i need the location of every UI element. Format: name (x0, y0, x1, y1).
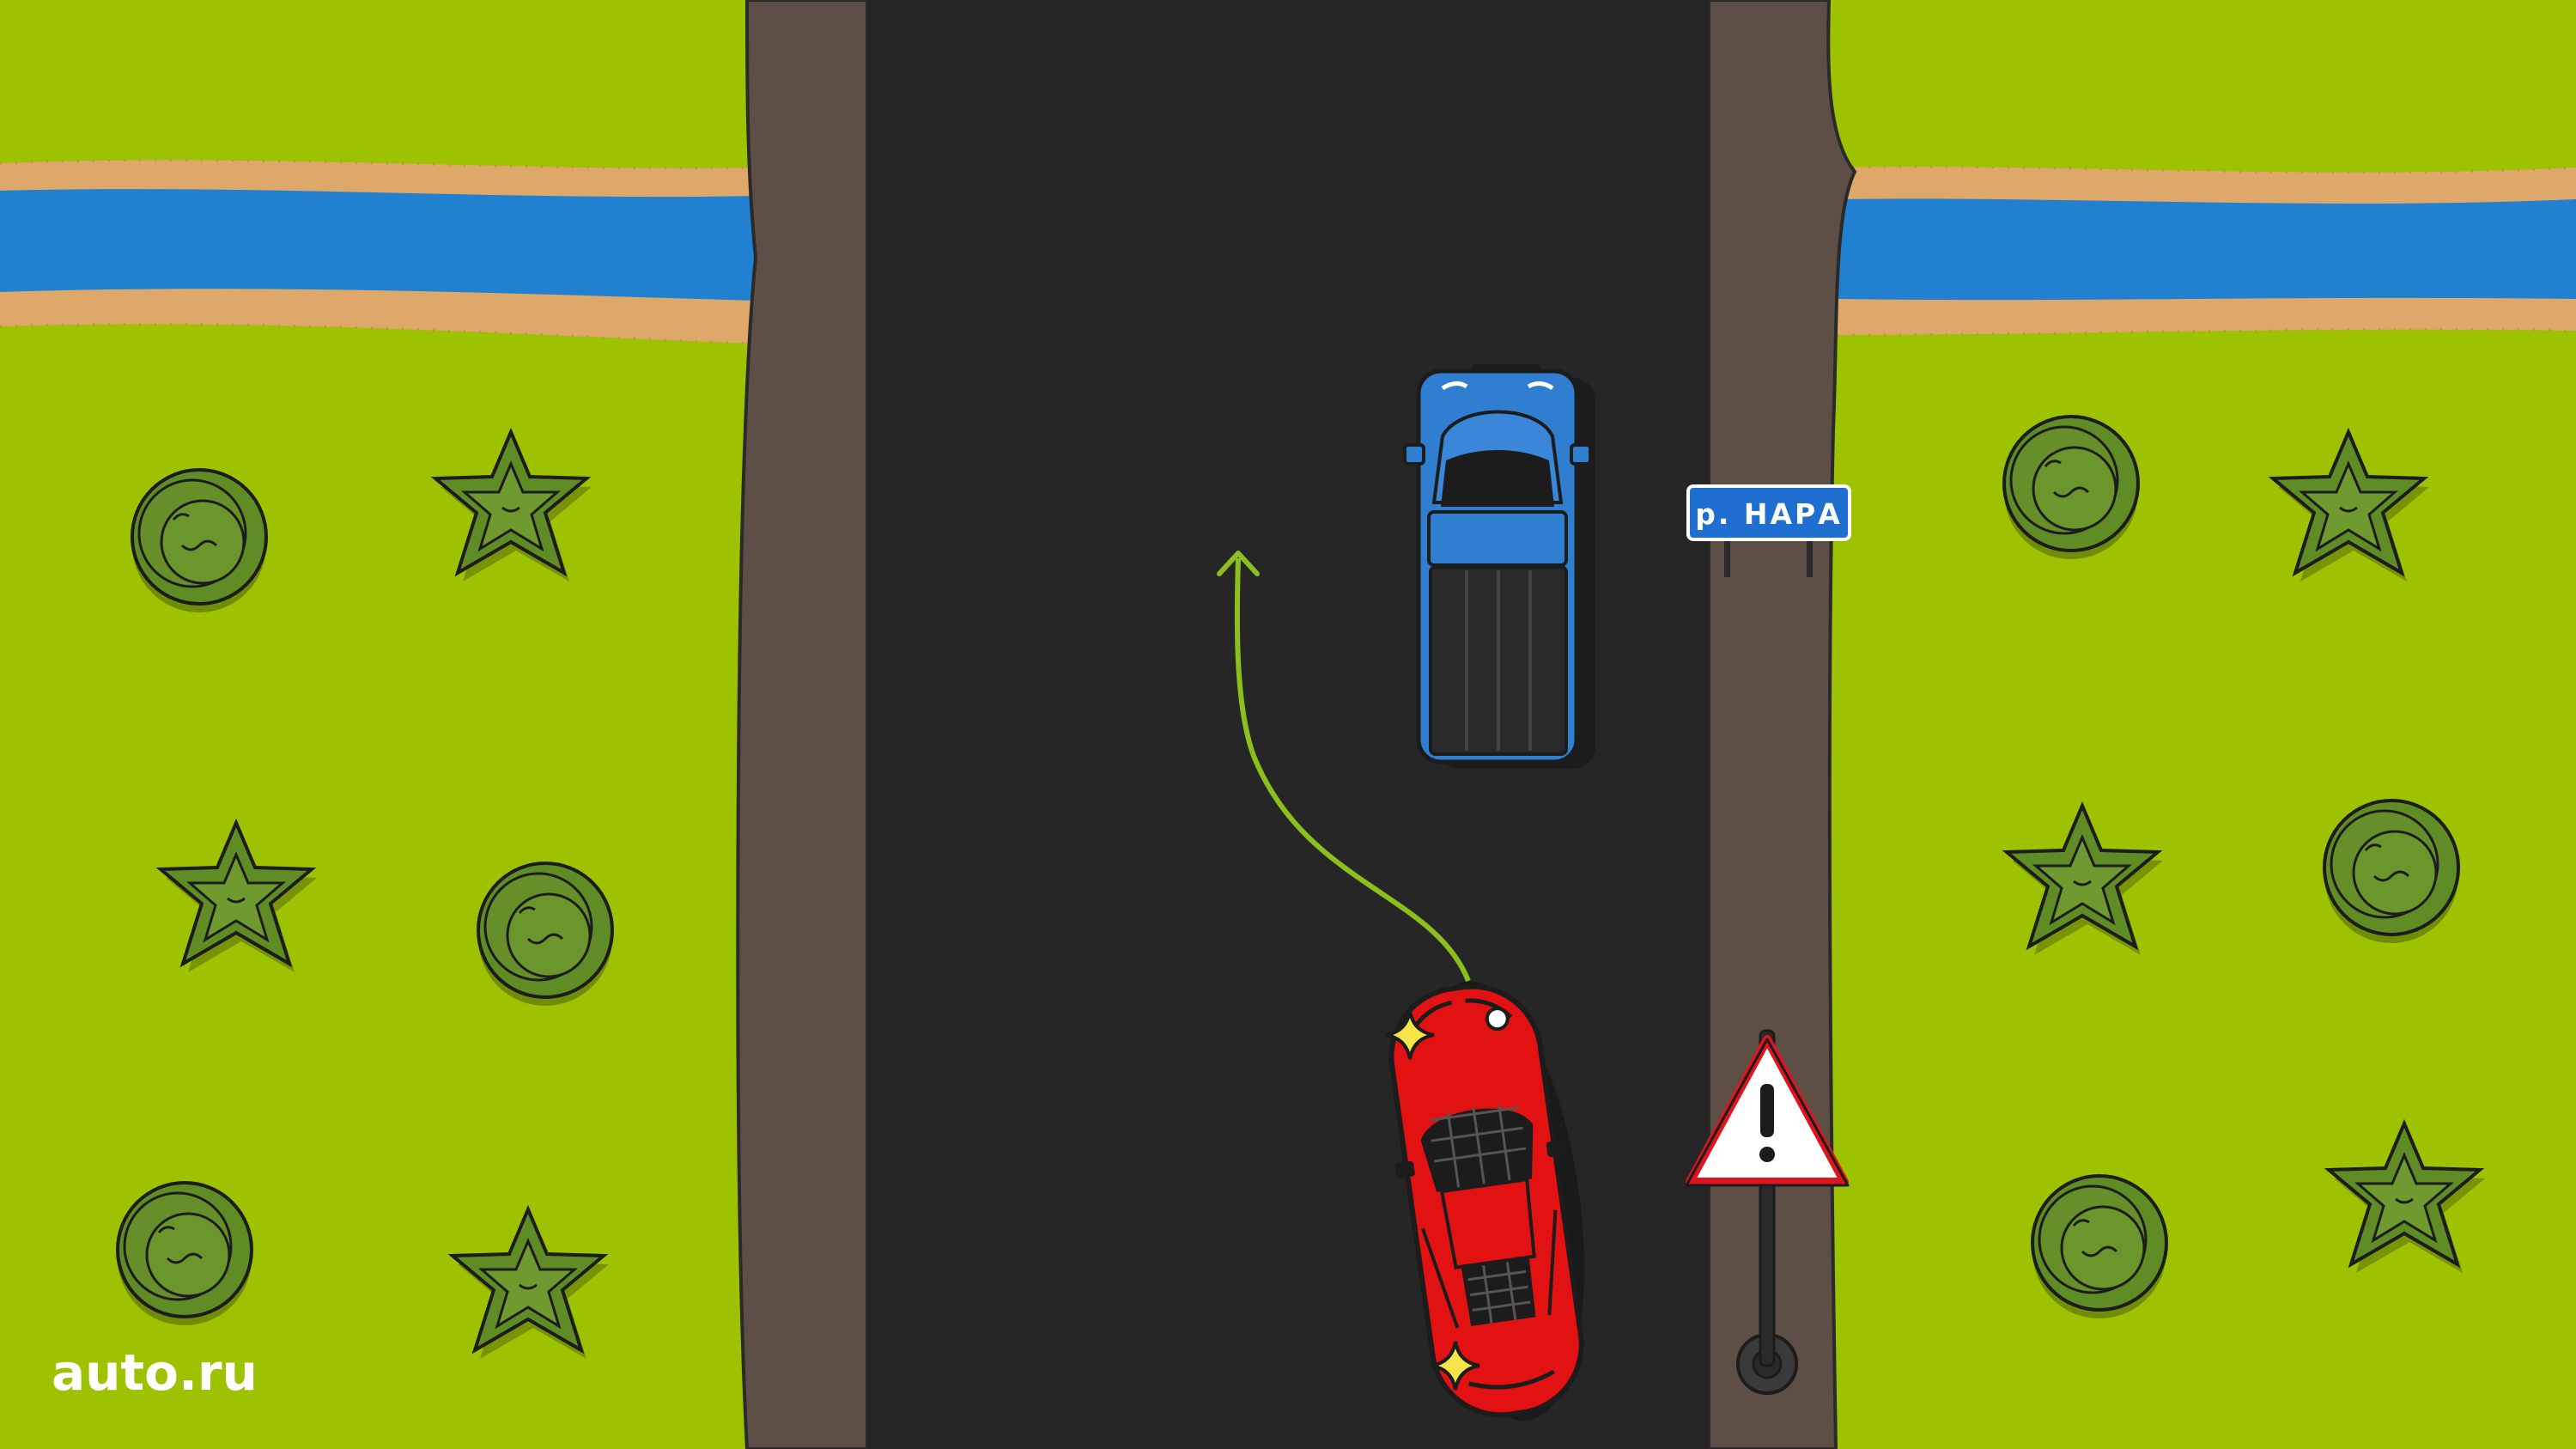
bush (2323, 799, 2460, 945)
left-shoulder (736, 0, 869, 1449)
blue-pickup-truck (1403, 364, 1595, 769)
warning-road-sign (1685, 1029, 1850, 1395)
bush (2002, 415, 2140, 561)
bush (116, 1181, 253, 1327)
auto-ru-logo: auto.ru (52, 1343, 258, 1402)
river-left (0, 158, 756, 345)
river-right (1837, 165, 2576, 337)
bush (477, 861, 614, 1008)
bush (2031, 1174, 2168, 1320)
path-arrow (1217, 551, 1471, 983)
bush (131, 468, 268, 614)
arrow-up-icon (1217, 551, 1260, 576)
river-sign-text: р. НАРА (1695, 497, 1843, 531)
river-sign-plate (1686, 484, 1851, 541)
red-sports-car (1388, 981, 1584, 1422)
river-sign: р. НАРА (1686, 484, 1851, 577)
